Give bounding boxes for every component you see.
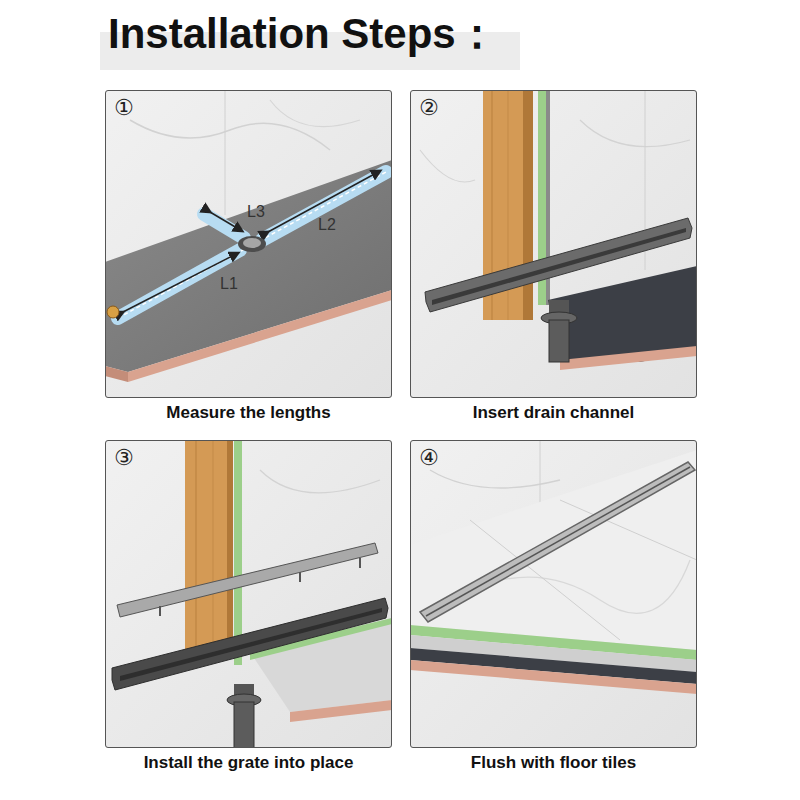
channel-scene (410, 90, 697, 398)
measure-scene-part (270, 100, 360, 127)
dimension-label: L2 (318, 217, 336, 233)
grate-scene-part (290, 700, 392, 722)
flush-scene-part (410, 660, 697, 694)
flush-scene-part (426, 467, 690, 616)
channel-scene-part (580, 120, 690, 147)
step-caption: Install the grate into place (96, 753, 401, 773)
channel-scene-part (420, 150, 475, 182)
flush-scene-part (410, 450, 697, 650)
flush-scene-part (410, 440, 697, 748)
measure-scene-part (130, 120, 330, 150)
grate-scene (105, 440, 392, 748)
measure-scene-part (123, 253, 238, 312)
grate-scene-part (159, 606, 161, 616)
channel-scene-part (410, 90, 697, 398)
measure-scene-part (238, 236, 266, 252)
grate-scene-part (196, 440, 197, 650)
step-number: ① (114, 97, 134, 119)
step-caption: Flush with floor tiles (401, 753, 706, 773)
dimension-label: L3 (247, 204, 265, 220)
measure-scene-part (105, 366, 128, 382)
grate-scene-part (112, 598, 388, 690)
measure-scene-part (225, 90, 226, 215)
grate-scene-part (260, 470, 380, 493)
caption-run: Install the grate into place (144, 753, 354, 772)
step-number: ② (419, 97, 439, 119)
channel-scene-part (425, 218, 692, 312)
measure-scene (105, 90, 392, 398)
step-panel: ③Install the grate into place (105, 440, 392, 748)
grate-scene-part (120, 608, 382, 681)
caption-run: Flush with floor tiles (471, 753, 636, 772)
grate-scene-part (213, 440, 214, 650)
step-number: ③ (114, 447, 134, 469)
caption-run: Measure the lengths (166, 403, 330, 422)
grate-scene-part (105, 440, 392, 748)
grate-scene-part (234, 702, 254, 748)
dimension-label: L1 (220, 276, 238, 292)
measure-scene-part (118, 172, 386, 318)
step-panel: ④Flush with floor tiles (410, 440, 697, 748)
step-caption: Insert drain channel (401, 403, 706, 423)
measure-scene-part (107, 306, 119, 318)
measure-scene-part (210, 212, 242, 231)
grate-scene-part (117, 543, 378, 617)
grate-scene-part (227, 440, 233, 650)
measure-scene-part (105, 90, 392, 398)
page-title: Installation Steps： (108, 6, 498, 62)
channel-scene-part (549, 320, 569, 362)
measure-scene-part (128, 290, 392, 382)
step-panel: ②Insert drain channel (410, 90, 697, 398)
flush-scene-part (420, 462, 695, 622)
caption-run: Insert drain channel (473, 403, 635, 422)
measure-scene-part (204, 214, 244, 238)
channel-scene-part (432, 228, 686, 305)
step-caption: Measure the lengths (96, 403, 401, 423)
grate-scene-part (234, 440, 242, 665)
measure-scene-part (118, 250, 240, 318)
grate-scene-part (185, 440, 227, 650)
step-panel: ①Measure the lengths (105, 90, 392, 398)
measure-scene-part (243, 238, 261, 248)
flush-scene (410, 440, 697, 748)
channel-scene-part (560, 346, 697, 370)
measure-scene-part (268, 171, 380, 232)
grate-scene-part (299, 572, 301, 582)
step-number: ④ (419, 447, 439, 469)
grate-scene-part (359, 558, 361, 568)
